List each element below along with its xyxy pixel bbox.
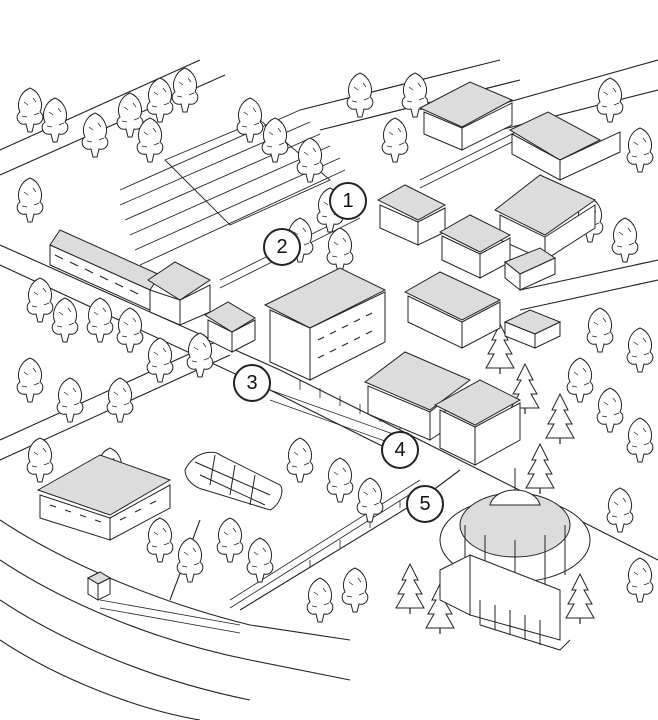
marker-4-label: 4 (394, 438, 406, 461)
orchard (119, 109, 346, 266)
marker-5: 5 (406, 485, 444, 523)
marker-4: 4 (381, 431, 419, 469)
marker-3: 3 (233, 364, 271, 402)
marker-2-label: 2 (276, 235, 288, 258)
buildings (36, 81, 621, 651)
marker-1: 1 (329, 182, 367, 220)
marker-2: 2 (263, 228, 301, 266)
marker-3-label: 3 (246, 371, 258, 394)
marker-1-label: 1 (342, 189, 354, 212)
marker-5-label: 5 (419, 492, 431, 515)
